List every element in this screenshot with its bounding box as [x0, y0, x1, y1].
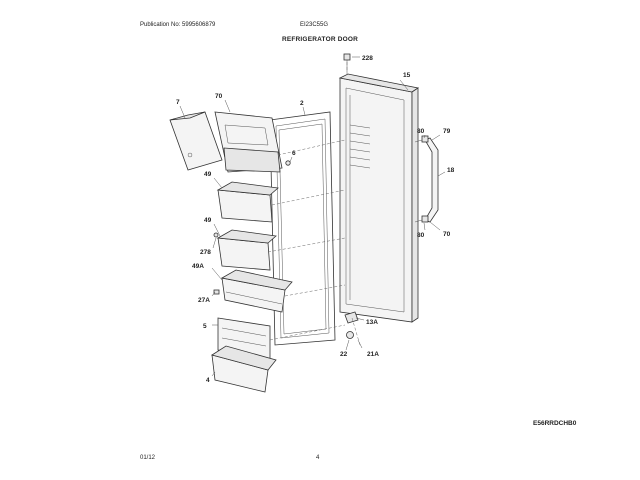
callout: 80: [417, 128, 425, 135]
door-shelf-rails: [349, 124, 371, 169]
callout: 18: [447, 167, 455, 174]
callout: 49: [204, 217, 212, 224]
bushing-part-22: [346, 331, 354, 339]
screw-part-278: [213, 232, 219, 238]
door-bin-upper: [216, 181, 279, 223]
callout: 7: [176, 99, 180, 106]
publication-number: Publication No: 5995606879: [140, 22, 216, 28]
screw-part-6: [285, 160, 291, 166]
callout: 278: [200, 249, 211, 256]
callout: 49: [204, 171, 212, 178]
callout: 22: [340, 351, 348, 358]
callout: 80: [417, 232, 425, 239]
callout: 79: [443, 128, 451, 135]
dispenser-housing: [214, 111, 283, 173]
door-bin-bottom: [211, 345, 277, 393]
door-outer-panel: [338, 73, 420, 323]
callout: 2: [300, 100, 304, 107]
callout: 70: [443, 231, 451, 238]
door-handle: [414, 135, 439, 223]
footer-date: 01/12: [140, 455, 156, 461]
callout: 15: [403, 72, 411, 79]
callout: 5: [203, 323, 207, 330]
leader-lines: [179, 56, 446, 377]
model-number: EI23C55G: [300, 22, 329, 28]
hinge-part-13A: [344, 311, 359, 324]
callout: 228: [362, 55, 373, 62]
callout: 49A: [192, 263, 204, 270]
assembly-lines: [267, 62, 361, 346]
callout: 21A: [367, 351, 379, 358]
callout: 4: [206, 377, 210, 384]
door-bin-dairy: [220, 269, 293, 313]
door-bin-middle: [216, 229, 277, 271]
callout: 70: [215, 93, 223, 100]
diagram-code: E56RRDCHB0: [533, 420, 577, 427]
dispenser-cover: [169, 111, 223, 171]
callout: 27A: [198, 297, 210, 304]
page-number: 4: [316, 455, 320, 461]
page-title: REFRIGERATOR DOOR: [281, 36, 359, 43]
clip-part-27A: [213, 289, 220, 295]
callout: 13A: [366, 319, 378, 326]
callout-labels: 228 15 70 7 2 80 79 6 18 49 49 278 80 70…: [176, 55, 455, 384]
callout: 6: [292, 150, 296, 157]
